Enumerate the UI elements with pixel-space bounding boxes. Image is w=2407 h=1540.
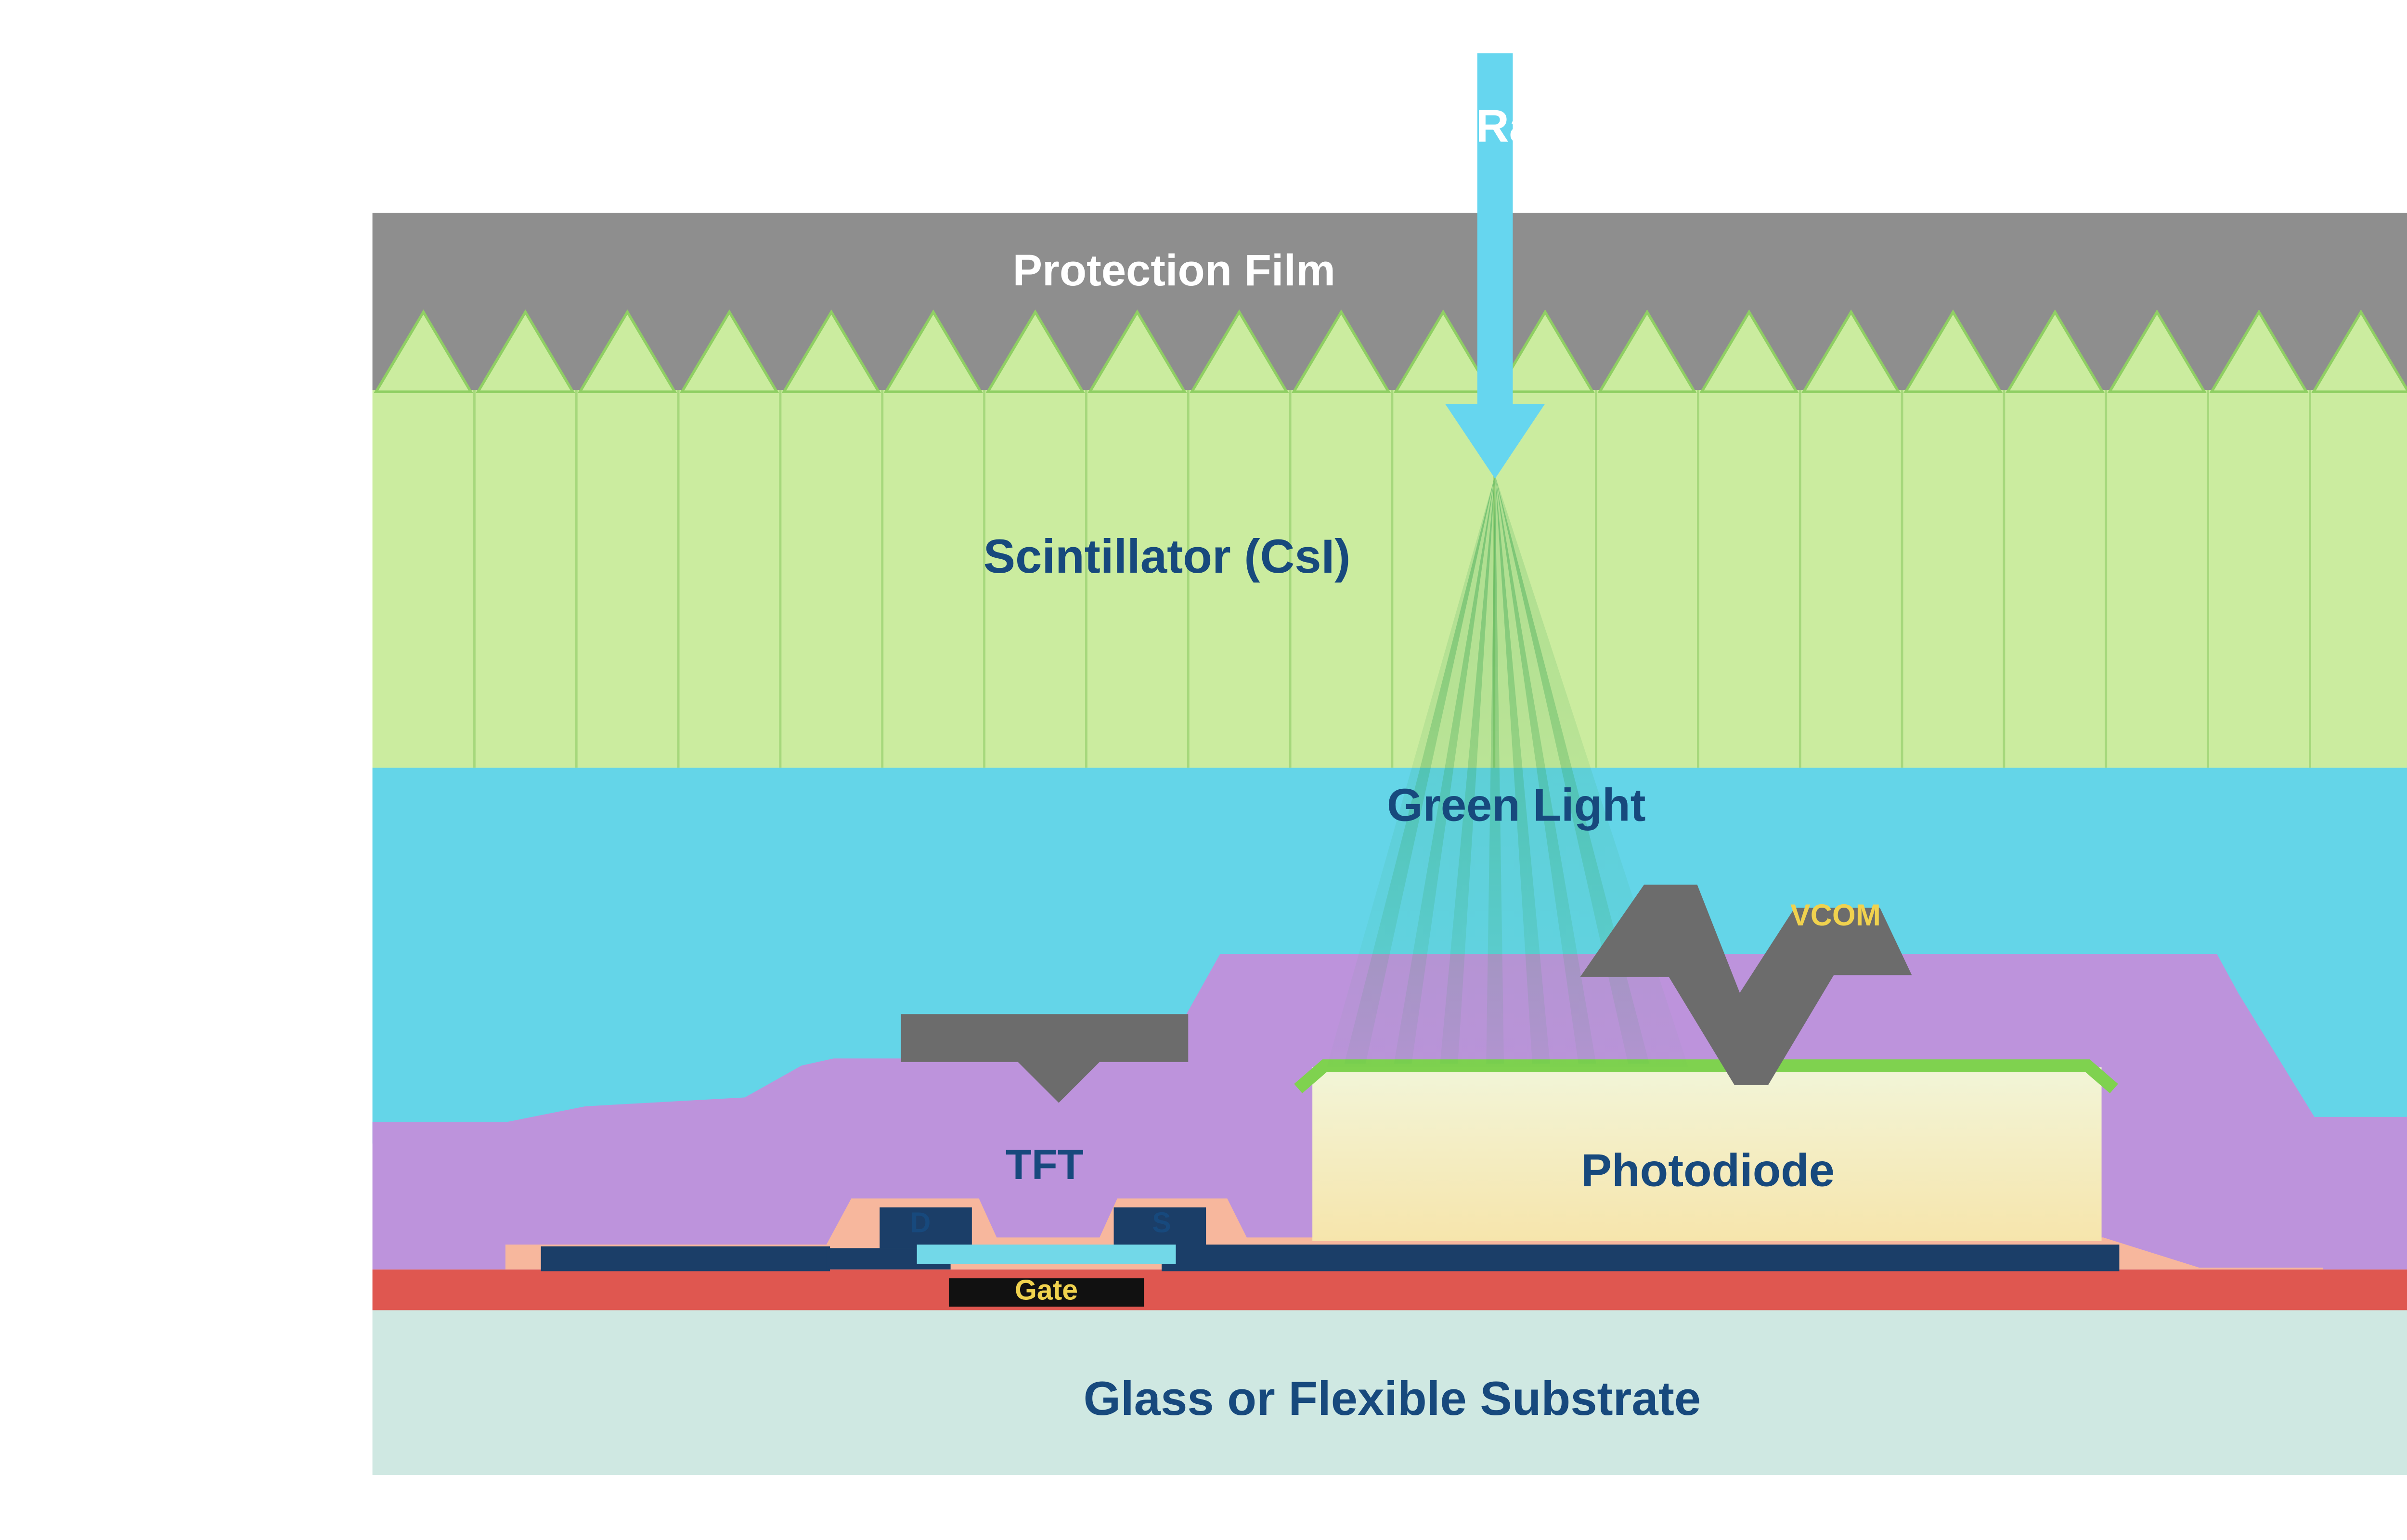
gate-label: Gate: [1014, 1276, 1078, 1307]
xray-arrow-shaft: [1477, 53, 1513, 408]
green-light-rays: [1326, 475, 1689, 1067]
source-electrode: [1113, 1207, 1206, 1248]
left-electrode: [541, 1246, 830, 1271]
photodiode-label: Photodiode: [1581, 1143, 1835, 1197]
photodiode-top-contact: [1294, 1059, 2118, 1093]
protection-film-layer: [372, 213, 2407, 390]
contact-block: [901, 1014, 1189, 1103]
substrate-layer: [372, 1310, 2407, 1476]
gate-insulator-layer: [372, 1269, 2407, 1310]
drain-electrode: [880, 1207, 972, 1248]
xray-arrow: [1445, 53, 1545, 479]
vcom-label: VCOM: [1790, 898, 1881, 933]
scintillator-layer: [372, 309, 2407, 768]
tft-label: TFT: [1005, 1142, 1084, 1190]
scintillator-label: Scintillator (CsI): [983, 530, 1351, 584]
source-label: S: [1152, 1209, 1171, 1240]
vcom-electrode: [1580, 885, 1912, 1085]
protection-film-label: Protection Film: [1012, 246, 1335, 296]
photodiode-body: [1312, 1067, 2102, 1241]
drain-label: D: [910, 1209, 931, 1240]
xray-label: X-Ray: [1429, 99, 1561, 153]
tft-channel: [917, 1245, 1176, 1264]
green-light-label: Green Light: [1387, 778, 1646, 832]
gate-electrode: [948, 1278, 1144, 1307]
xray-arrow-head: [1445, 404, 1545, 479]
pixel-electrode: [1162, 1245, 2120, 1271]
substrate-label: Glass or Flexible Substrate: [1083, 1372, 1701, 1425]
